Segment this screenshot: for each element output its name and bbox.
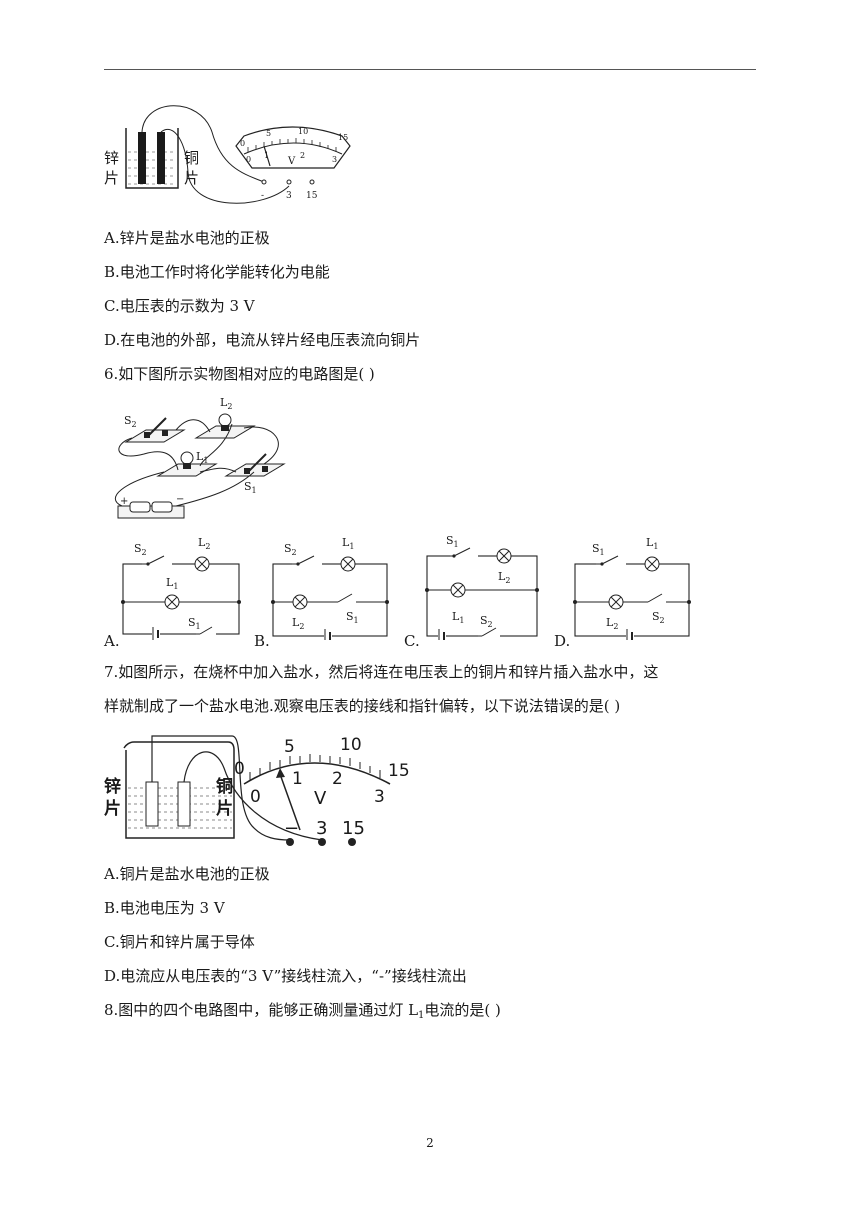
q7-scale-lower: 2 (332, 769, 343, 789)
q6-stem: 6.如下图所示实物图相对应的电路图是( ) (104, 365, 375, 383)
q5-battery-voltmeter-figure: 0 5 10 15 0 1 2 3 V - 3 15 (125, 105, 351, 204)
q6-option-d-circuit: S1 L1 L2 S2 (573, 536, 691, 640)
q5-zinc-label: 锌片 (104, 149, 120, 187)
q6-switch-s2-base (124, 429, 186, 443)
q7-meter-unit: V (314, 788, 327, 809)
q7-scale-upper: 10 (340, 735, 362, 755)
q5-meter-unit: V (287, 156, 296, 167)
q7-zinc-label: 锌片 (104, 777, 121, 819)
svg-text:S1: S1 (188, 616, 201, 631)
q7-option-c: C.铜片和锌片属于导体 (104, 933, 255, 951)
q5-scale-lower: 3 (332, 155, 337, 164)
svg-text:S2: S2 (480, 614, 493, 629)
q5-meter-needle (263, 145, 271, 167)
q7-copper-label: 铜片 (216, 777, 233, 819)
svg-text:S2: S2 (652, 610, 665, 625)
q6-lamp-l1-base (156, 463, 218, 477)
q7-scale-lower: 0 (250, 787, 261, 807)
q6-label-l2: L2 (220, 396, 232, 411)
page-number: 2 (426, 1136, 434, 1150)
svg-text:L1: L1 (452, 610, 464, 625)
svg-text:S2: S2 (134, 542, 147, 557)
q7-stem-line1: 7.如图所示，在烧杯中加入盐水，然后将连在电压表上的铜片和锌片插入盐水中，这 (104, 663, 659, 681)
q7-terminal-label: 15 (342, 818, 365, 839)
q7-option-d: D.电流应从电压表的“3 V”接线柱流入，“-”接线柱流出 (104, 967, 467, 985)
q7-copper-plate (177, 781, 191, 827)
q6-battery-minus: − (176, 494, 184, 505)
svg-text:L1: L1 (342, 536, 354, 551)
q5-scale-upper: 10 (298, 127, 308, 136)
q5-option-c: C.电压表的示数为 3 V (104, 297, 255, 315)
svg-text:L1: L1 (166, 576, 178, 591)
q5-option-a: A.锌片是盐水电池的正极 (104, 229, 270, 247)
q6-label-l1: L1 (196, 450, 208, 465)
q8-stem: 8.图中的四个电路图中，能够正确测量通过灯 L1电流的是( ) (104, 1001, 501, 1021)
svg-text:L2: L2 (198, 536, 210, 551)
q5-copper-label: 铜片 (184, 149, 200, 187)
q5-terminal-label: 15 (306, 191, 318, 201)
q6-label-s2: S2 (124, 414, 137, 429)
q6-physical-circuit-figure: S2 L2 L1 S1 + − (115, 396, 286, 519)
q5-option-b: B.电池工作时将化学能转化为电能 (104, 263, 330, 281)
svg-text:S2: S2 (284, 542, 297, 557)
q5-scale-upper: 15 (338, 133, 348, 142)
q7-scale-lower: 1 (292, 769, 303, 789)
q6-battery-holder (117, 505, 185, 519)
q7-scale-upper: 5 (284, 737, 295, 757)
q7-battery-voltmeter-figure: 0 5 10 15 0 1 2 3 V − 3 15 (123, 735, 410, 846)
q7-scale-lower: 3 (374, 787, 385, 807)
q7-option-a: A.铜片是盐水电池的正极 (104, 865, 270, 883)
q6-option-c-label: C. (404, 632, 420, 650)
q6-switch-s1-base (224, 463, 286, 477)
q6-option-b-label: B. (254, 632, 270, 650)
q6-option-c-circuit: S1 L2 L1 S2 (425, 534, 539, 640)
q6-option-a-circuit: S2 L2 L1 S1 (121, 536, 241, 640)
svg-text:L1: L1 (646, 536, 658, 551)
q6-label-s1: S1 (244, 480, 257, 495)
q5-terminal-label: 3 (286, 191, 292, 201)
q5-zinc-plate (138, 132, 146, 184)
header-rule (104, 69, 756, 70)
svg-text:0: 0 (240, 139, 245, 148)
svg-text:L2: L2 (606, 616, 618, 631)
svg-text:L2: L2 (292, 616, 304, 631)
q5-terminal-label: - (261, 191, 264, 201)
q5-copper-plate (157, 132, 165, 184)
q7-stem-line2: 样就制成了一个盐水电池.观察电压表的接线和指针偏转，以下说法错误的是( ) (104, 697, 621, 715)
q6-battery-plus: + (120, 496, 128, 507)
svg-text:S1: S1 (592, 542, 605, 557)
q7-scale-upper: 15 (388, 761, 410, 781)
q7-option-b: B.电池电压为 3 V (104, 899, 225, 917)
q5-scale-lower: 0 (246, 155, 251, 164)
svg-text:S1: S1 (446, 534, 459, 549)
q7-terminal-label: 3 (316, 818, 327, 839)
q6-option-d-label: D. (554, 632, 571, 650)
q7-meter-needle (279, 773, 301, 831)
q5-scale-lower: 1 (264, 151, 269, 160)
q6-option-a-label: A. (104, 632, 120, 650)
q5-option-d: D.在电池的外部，电流从锌片经电压表流向铜片 (104, 331, 421, 349)
svg-text:L2: L2 (498, 570, 510, 585)
q5-scale-lower: 2 (300, 151, 305, 160)
q7-terminal-label: − (284, 818, 299, 839)
svg-text:S1: S1 (346, 610, 359, 625)
q7-scale-upper: 0 (234, 759, 245, 779)
q5-scale-upper: 5 (266, 129, 271, 138)
q7-zinc-plate (145, 781, 159, 827)
q6-option-b-circuit: S2 L1 L2 S1 (271, 536, 389, 640)
